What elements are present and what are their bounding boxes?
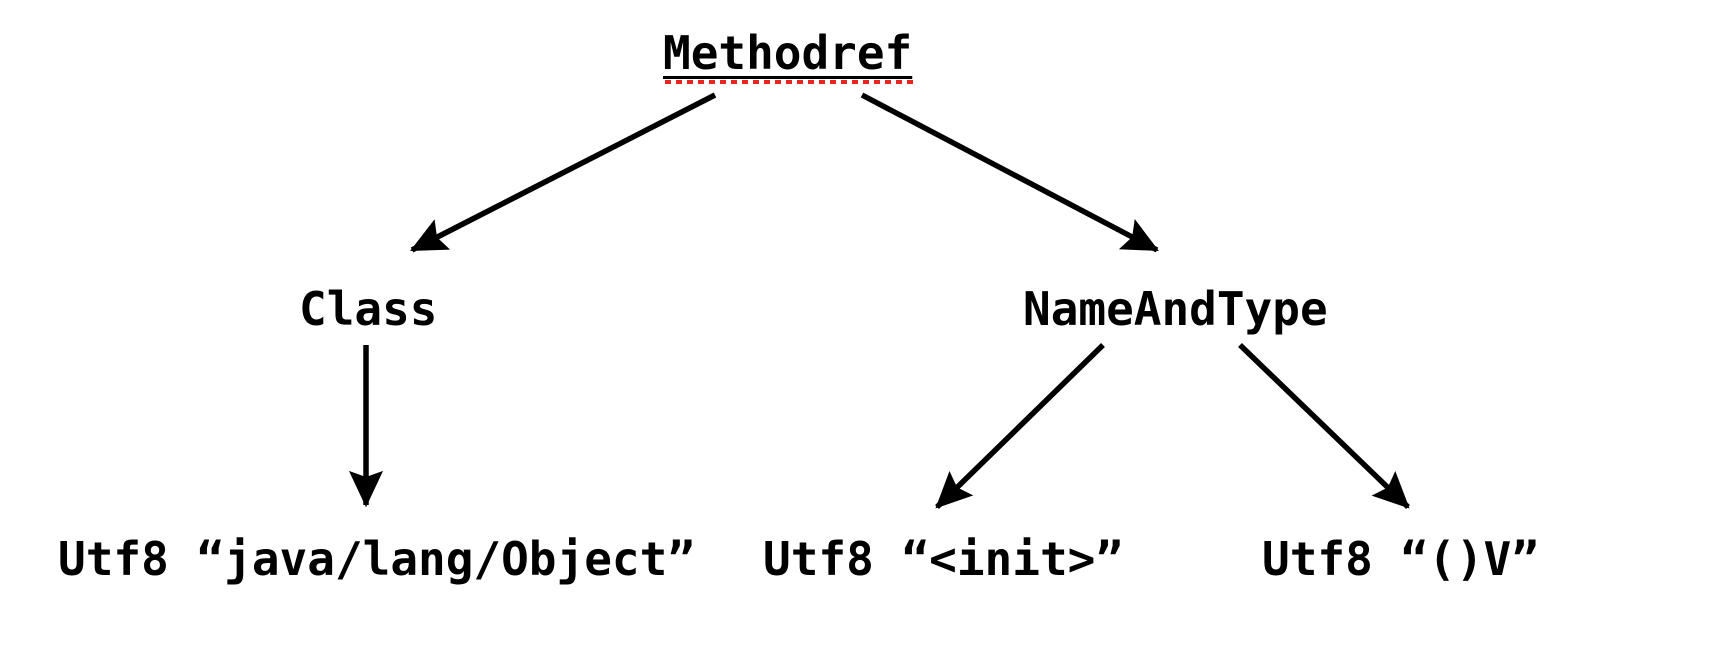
node-class[interactable]: Class bbox=[299, 282, 438, 336]
edge-methodref-to-nameandtype bbox=[860, 92, 1159, 253]
node-nameandtype[interactable]: NameAndType bbox=[1023, 282, 1328, 336]
node-utf8-void-descriptor[interactable]: Utf8 “()V” bbox=[1262, 532, 1539, 586]
node-methodref[interactable]: Methodref bbox=[663, 26, 913, 80]
edge-nameandtype-to-utf8-v bbox=[1238, 343, 1410, 509]
node-utf8-java-lang-object[interactable]: Utf8 “java/lang/Object” bbox=[58, 532, 695, 586]
edge-nameandtype-to-utf8-init bbox=[935, 343, 1105, 509]
spellcheck-underline bbox=[665, 80, 913, 84]
node-utf8-init[interactable]: Utf8 “<init>” bbox=[763, 532, 1124, 586]
edge-methodref-to-class bbox=[410, 92, 717, 253]
